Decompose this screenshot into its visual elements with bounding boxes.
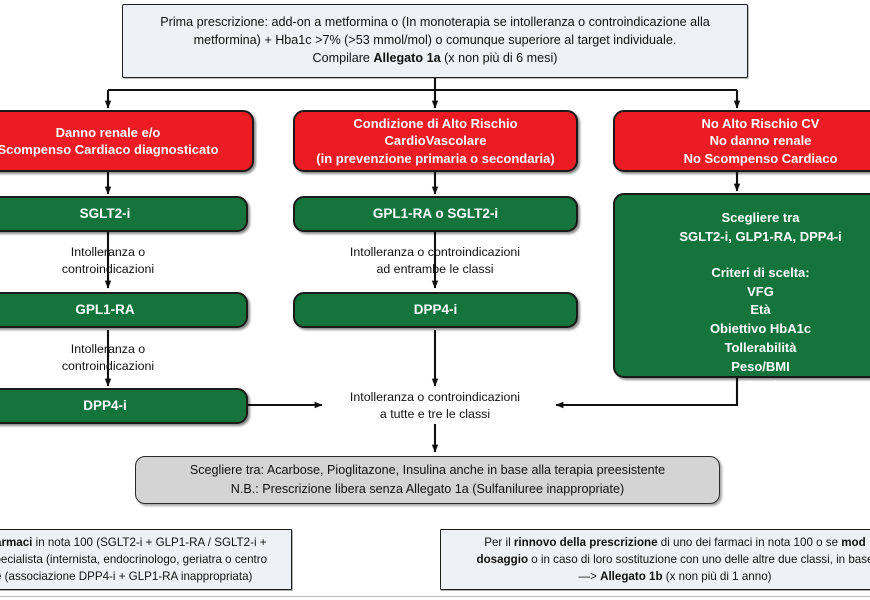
right-panel-criterion-costi: Costi (744, 377, 777, 393)
drug-box-center-dpp4i: DPP4-i (293, 292, 578, 328)
condition-center-line-3: (in prevenzione primaria o secondaria) (316, 150, 555, 166)
edge-label-center-1-line-2: ad entrambe le classi (376, 261, 494, 276)
right-panel-criterion-vfg: VFG (747, 283, 774, 299)
edge-label-left-1-line-2: controindicazioni (61, 261, 155, 276)
edge-label-left-2-line-2: controindicazioni (61, 358, 155, 373)
condition-left-line-1: Danno renale e/o (55, 124, 161, 140)
condition-box-renal-cardiac: Danno renale e/o Scompenso Cardiaco diag… (0, 110, 254, 172)
grey-alternative-therapy-box: Scegliere tra: Acarbose, Pioglitazone, I… (135, 456, 720, 504)
note-left-line-1-c: in nota 100 (SGLT2-i + GLP1-RA / SGLT2-i… (32, 535, 267, 549)
converge-label: Intolleranza o controindicazioni a tutte… (325, 389, 545, 423)
top-box-line-3: Compilare Allegato 1a (x non più di 6 me… (313, 50, 558, 68)
top-box-line-2: metformina) + Hba1c >7% (>53 mmol/mol) o… (193, 33, 677, 48)
grey-box-line-2: N.B.: Prescrizione libera senza Allegato… (230, 482, 625, 496)
right-panel-criteria-heading: Criteri di scelta: (711, 264, 810, 280)
condition-left-line-2: Scompenso Cardiaco diagnosticato (0, 142, 219, 157)
drug-box-left-sglt2i: SGLT2-i (0, 196, 248, 232)
note-right-line-3: —> Allegato 1b (x non più di 1 anno) (578, 568, 771, 585)
condition-box-no-risk: No Alto Rischio CV No danno renale No Sc… (613, 110, 870, 172)
note-left-line-1-b: associazione tra farmaci (0, 535, 33, 549)
drug-center-step-2-label: DPP4-i (413, 302, 458, 318)
condition-right-line-1: No Alto Rischio CV (701, 116, 820, 132)
note-right-line-2-b: o in caso di loro sostituzione con uno d… (528, 552, 870, 566)
note-right-line-2-a: dosaggio (476, 552, 529, 566)
drug-left-step-1-label: SGLT2-i (79, 206, 131, 222)
note-right-line-3-c: (x non più di 1 anno) (662, 570, 772, 584)
drug-panel-right-choice: Scegliere tra SGLT2-i, GLP1-RA, DPP4-i C… (613, 193, 870, 393)
right-panel-line-1: Scegliere tra (721, 210, 800, 225)
right-panel-spacer (759, 247, 763, 264)
drug-center-step-1-label: GPL1-RA o SGLT2-i (372, 206, 499, 222)
condition-right-line-2: No danno renale (709, 133, 812, 149)
drug-box-center-gpl1ra-or-sglt2i: GPL1-RA o SGLT2-i (293, 196, 578, 232)
right-panel-line-2: SGLT2-i, GLP1-RA, DPP4-i (679, 228, 842, 244)
drug-left-step-3-label: DPP4-i (83, 398, 127, 414)
condition-box-high-cv-risk: Condizione di Alto Rischio CardioVascola… (293, 110, 578, 172)
top-box-line-3-suffix: (x non più di 6 mesi) (440, 50, 558, 65)
right-panel-criterion-hba1c: Obiettivo HbA1c (709, 321, 812, 337)
edge-label-left-1-line-1: Intolleranza o (70, 245, 146, 259)
top-box-line-3-prefix: Compilare (312, 50, 374, 65)
note-right-line-3-a: —> (578, 570, 601, 584)
note-right-line-1-d: mod (841, 535, 866, 549)
top-prescription-box: Prima prescrizione: add-on a metformina … (122, 4, 748, 78)
note-box-associazione: ia associazione tra farmaci in nota 100 … (0, 529, 292, 590)
wire-right-panel-to-converge (555, 378, 739, 409)
note-right-line-1-b: rinnovo della prescrizione (513, 535, 658, 549)
drug-box-left-gpl1ra: GPL1-RA (0, 292, 248, 328)
right-panel-criterion-eta: Età (750, 302, 771, 318)
drug-box-left-dpp4i: DPP4-i (0, 388, 248, 424)
condition-center-line-1: Condizione di Alto Rischio (353, 116, 518, 132)
condition-center-line-2: CardioVascolare (384, 133, 487, 149)
note-right-line-1-c: di uno dei farmaci in nota 100 o se (657, 535, 842, 549)
edge-label-left-2: Intolleranza o controindicazioni (23, 341, 193, 375)
allegato-1a-ref: Allegato 1a (373, 50, 441, 65)
note-left-line-2: rescrizione spetta a specialista (intern… (0, 552, 268, 566)
allegato-1b-ref: Allegato 1b (600, 570, 663, 584)
note-box-rinnovo: Per il rinnovo della prescrizione di uno… (440, 529, 870, 590)
note-left-line-1: ia associazione tra farmaci in nota 100 … (0, 534, 267, 551)
grey-box-line-1: Scegliere tra: Acarbose, Pioglitazone, I… (189, 463, 666, 478)
bottom-divider (0, 596, 870, 597)
condition-right-line-3: No Scompenso Cardiaco (683, 150, 838, 166)
edge-label-left-2-line-1: Intolleranza o (70, 342, 146, 356)
converge-label-line-2: a tutte e tre le classi (379, 406, 491, 421)
note-right-line-1-a: Per il (484, 535, 514, 549)
right-panel-criterion-peso-bmi: Peso/BMI (731, 358, 790, 374)
drug-left-step-2-label: GPL1-RA (75, 302, 135, 318)
edge-label-left-1: Intolleranza o controindicazioni (23, 244, 193, 278)
top-box-line-1: Prima prescrizione: add-on a metformina … (160, 15, 710, 30)
note-right-line-2: dosaggio o in caso di loro sostituzione … (477, 551, 870, 568)
edge-label-center-1-line-1: Intolleranza o controindicazioni (349, 245, 521, 259)
edge-label-center-1: Intolleranza o controindicazioni ad entr… (325, 244, 545, 278)
right-panel-criterion-tollerabilita: Tollerabilità (724, 340, 797, 356)
converge-label-line-1: Intolleranza o controindicazioni (349, 390, 521, 404)
note-left-line-3: zzato dalla Regione (associazione DPP4-i… (0, 570, 253, 584)
note-right-line-1: Per il rinnovo della prescrizione di uno… (484, 534, 865, 551)
